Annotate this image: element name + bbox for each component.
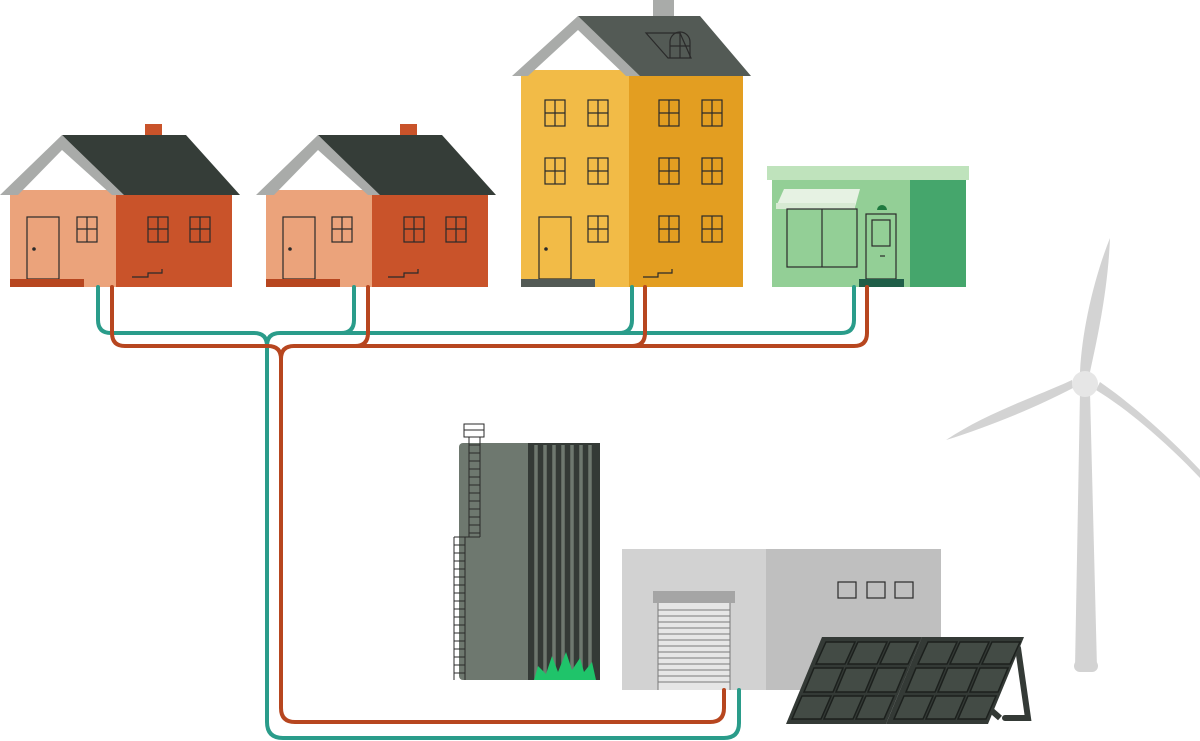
grass-icon [534, 652, 596, 680]
apartment-building-icon [512, 0, 751, 287]
shop-icon [767, 166, 969, 287]
house-icon [0, 124, 240, 287]
wind-turbine-icon [946, 238, 1200, 672]
supply-pipe [110, 285, 869, 724]
solar-panel-icon [786, 637, 1032, 724]
return-pipe [96, 285, 856, 740]
house-icon [256, 124, 496, 287]
storage-tank-icon [453, 423, 600, 680]
